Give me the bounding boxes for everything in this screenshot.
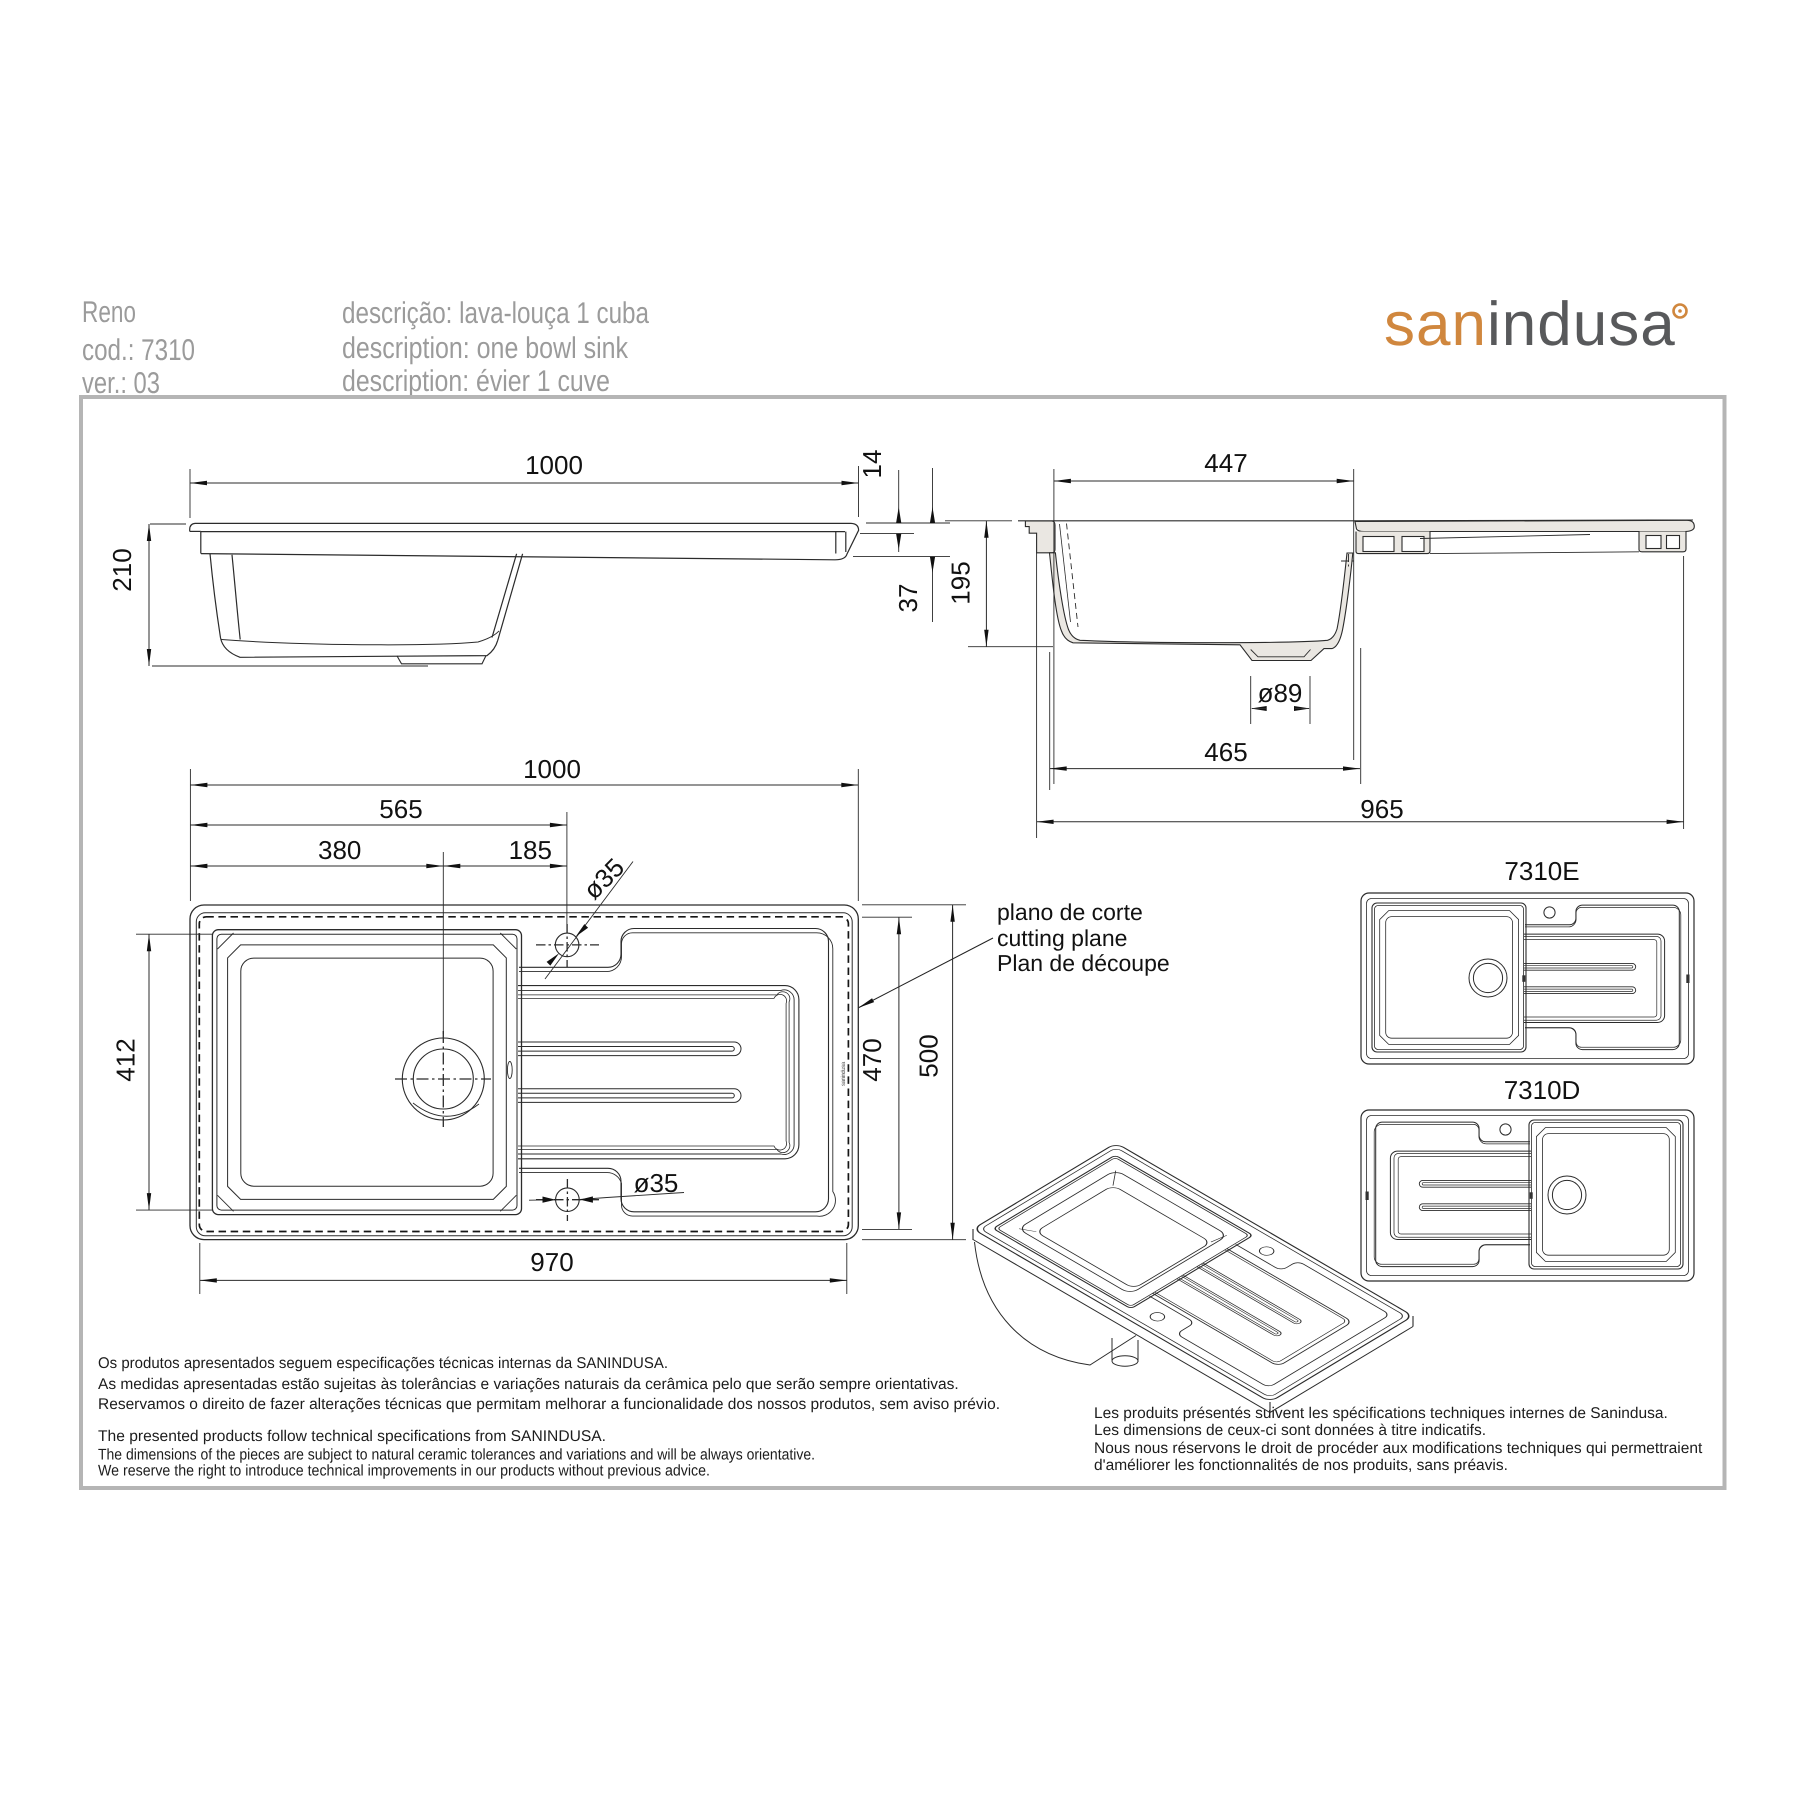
svg-text:195: 195 <box>946 561 976 604</box>
svg-text:We reserve the right to introd: We reserve the right to introduce techni… <box>98 1463 710 1480</box>
svg-text:465: 465 <box>1204 737 1247 767</box>
svg-text:plano de corte: plano de corte <box>997 899 1143 925</box>
svg-text:7310E: 7310E <box>1504 856 1579 886</box>
svg-text:37: 37 <box>893 584 923 613</box>
svg-text:185: 185 <box>509 835 552 865</box>
svg-text:965: 965 <box>1360 794 1403 824</box>
svg-text:ver.: 03: ver.: 03 <box>82 367 160 400</box>
svg-text:7310D: 7310D <box>1504 1075 1581 1105</box>
svg-text:Les dimensions de ceux-ci sont: Les dimensions de ceux-ci sont données à… <box>1094 1422 1486 1439</box>
svg-text:1000: 1000 <box>523 754 581 784</box>
svg-text:Plan de découpe: Plan de découpe <box>997 950 1170 976</box>
svg-text:description: one bowl sink: description: one bowl sink <box>342 332 629 365</box>
svg-text:14: 14 <box>857 450 887 479</box>
svg-text:ø35: ø35 <box>577 852 630 905</box>
svg-text:Os produtos apresentados segue: Os produtos apresentados seguem especifi… <box>98 1355 668 1372</box>
svg-text:ø35: ø35 <box>634 1168 679 1198</box>
svg-text:Reno: Reno <box>82 296 136 329</box>
svg-text:500: 500 <box>914 1034 944 1077</box>
svg-text:470: 470 <box>857 1038 887 1081</box>
svg-text:210: 210 <box>107 548 137 591</box>
svg-text:descrição: lava-louça 1 cuba: descrição: lava-louça 1 cuba <box>342 297 649 330</box>
svg-text:description: évier 1 cuve: description: évier 1 cuve <box>342 365 610 398</box>
svg-text:Les produits présentés suivent: Les produits présentés suivent les spéci… <box>1094 1405 1668 1422</box>
svg-text:As medidas apresentadas estão: As medidas apresentadas estão sujeitas à… <box>98 1376 959 1393</box>
svg-text:Reservamos o direito de fazer: Reservamos o direito de fazer alterações… <box>98 1396 1000 1413</box>
svg-text:sanindusa: sanindusa <box>1384 290 1676 359</box>
svg-text:970: 970 <box>530 1247 573 1277</box>
svg-text:380: 380 <box>318 835 361 865</box>
svg-text:Nous nous réservons le droit d: Nous nous réservons le droit de procéder… <box>1094 1440 1703 1457</box>
svg-text:cod.: 7310: cod.: 7310 <box>82 334 195 367</box>
svg-text:447: 447 <box>1204 448 1247 478</box>
svg-text:565: 565 <box>379 794 422 824</box>
svg-text:ø89: ø89 <box>1258 678 1303 708</box>
svg-text:sanindusa: sanindusa <box>840 1061 847 1086</box>
svg-text:cutting plane: cutting plane <box>997 925 1127 951</box>
svg-text:1000: 1000 <box>525 450 583 480</box>
svg-text:The presented products follow: The presented products follow technical … <box>98 1428 606 1445</box>
svg-text:The dimensions of the pieces a: The dimensions of the pieces are subject… <box>98 1447 815 1464</box>
svg-text:412: 412 <box>111 1038 141 1081</box>
svg-text:d'améliorer les fonctionnalité: d'améliorer les fonctionnalités de nos p… <box>1094 1457 1508 1474</box>
